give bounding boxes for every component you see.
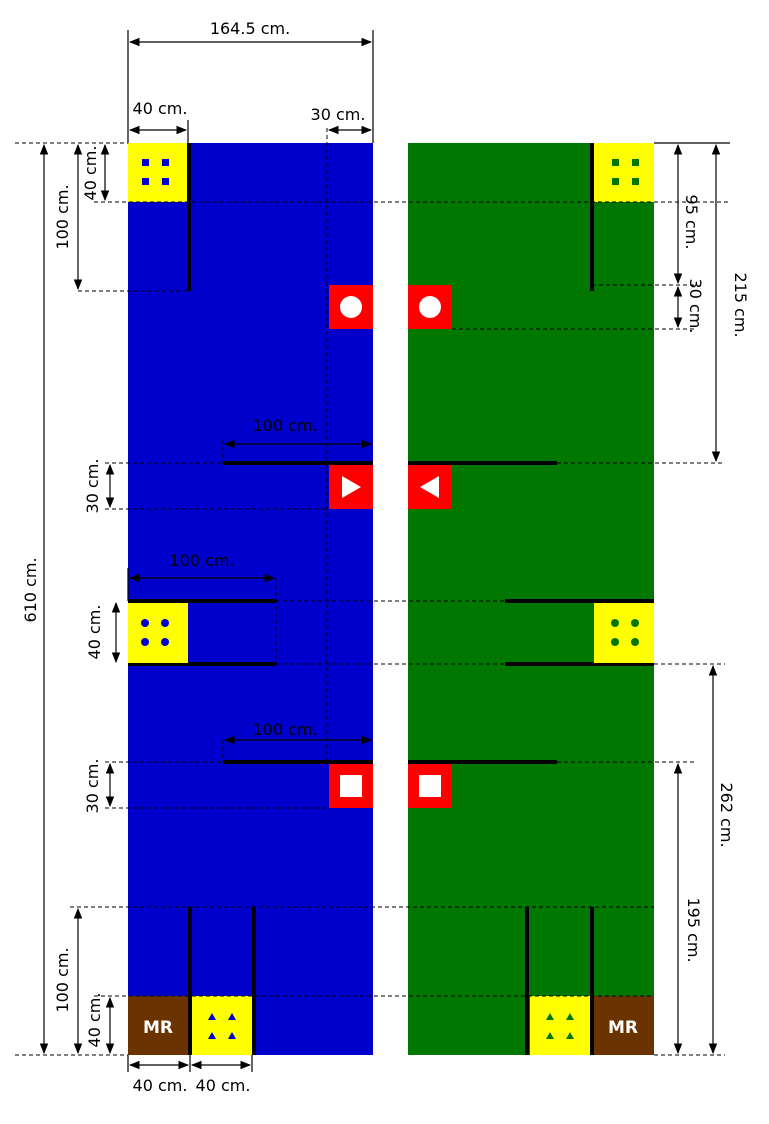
dimension-labels: 164.5 cm. 40 cm. 30 cm. 610 cm. 100 cm. … — [21, 19, 750, 1095]
mr-label-blue: MR — [143, 1018, 173, 1038]
square-dots-icon — [142, 159, 169, 185]
blue-top-zone — [128, 143, 188, 202]
label-lane-width: 30 cm. — [311, 105, 366, 124]
blue-mr-zone — [128, 996, 188, 1055]
blue-bottom-zone — [192, 996, 252, 1055]
square-dots-icon — [612, 159, 639, 185]
label-width-total: 164.5 cm. — [210, 19, 290, 38]
label-right-95: 95 cm. — [682, 195, 701, 250]
label-right-262: 262 cm. — [717, 782, 736, 847]
circle-icon — [340, 296, 362, 318]
triangle-dots-icon — [546, 1013, 574, 1039]
green-top-zone — [594, 143, 654, 202]
circle-icon — [419, 296, 441, 318]
label-mr-width: 40 cm. — [133, 1076, 188, 1095]
label-wall-2-width: 100 cm. — [169, 551, 234, 570]
label-zone-width-top: 40 cm. — [133, 99, 188, 118]
label-zone-bottom-width: 40 cm. — [196, 1076, 251, 1095]
label-wall-bottom-length: 100 cm. — [53, 947, 72, 1012]
triangle-left-icon — [420, 476, 439, 498]
label-zone-mid-depth: 40 cm. — [85, 605, 104, 660]
label-wall-3-width: 100 cm. — [252, 720, 317, 739]
label-zone-bottom-depth: 40 cm. — [85, 993, 104, 1048]
label-gap-3: 30 cm. — [83, 759, 102, 814]
label-right-30: 30 cm. — [686, 279, 705, 334]
round-dots-icon — [611, 619, 639, 646]
mr-label-green: MR — [608, 1018, 638, 1038]
blue-mid-zone — [128, 603, 188, 663]
triangle-dots-icon — [208, 1013, 236, 1039]
square-icon — [419, 775, 441, 797]
round-dots-icon — [141, 619, 169, 646]
label-zone-depth-top: 40 cm. — [81, 146, 100, 201]
label-total-length: 610 cm. — [21, 557, 40, 622]
label-wall-top-length: 100 cm. — [53, 184, 72, 249]
green-mr-zone — [594, 996, 654, 1055]
label-wall-1-width: 100 cm. — [252, 416, 317, 435]
label-right-195: 195 cm. — [684, 897, 703, 962]
square-icon — [340, 775, 362, 797]
triangle-right-icon — [342, 476, 361, 498]
label-gap-1: 30 cm. — [83, 459, 102, 514]
green-mid-zone — [594, 603, 654, 663]
dimension-lines — [39, 30, 730, 1072]
green-bottom-zone — [530, 996, 590, 1055]
label-right-215: 215 cm. — [731, 272, 750, 337]
